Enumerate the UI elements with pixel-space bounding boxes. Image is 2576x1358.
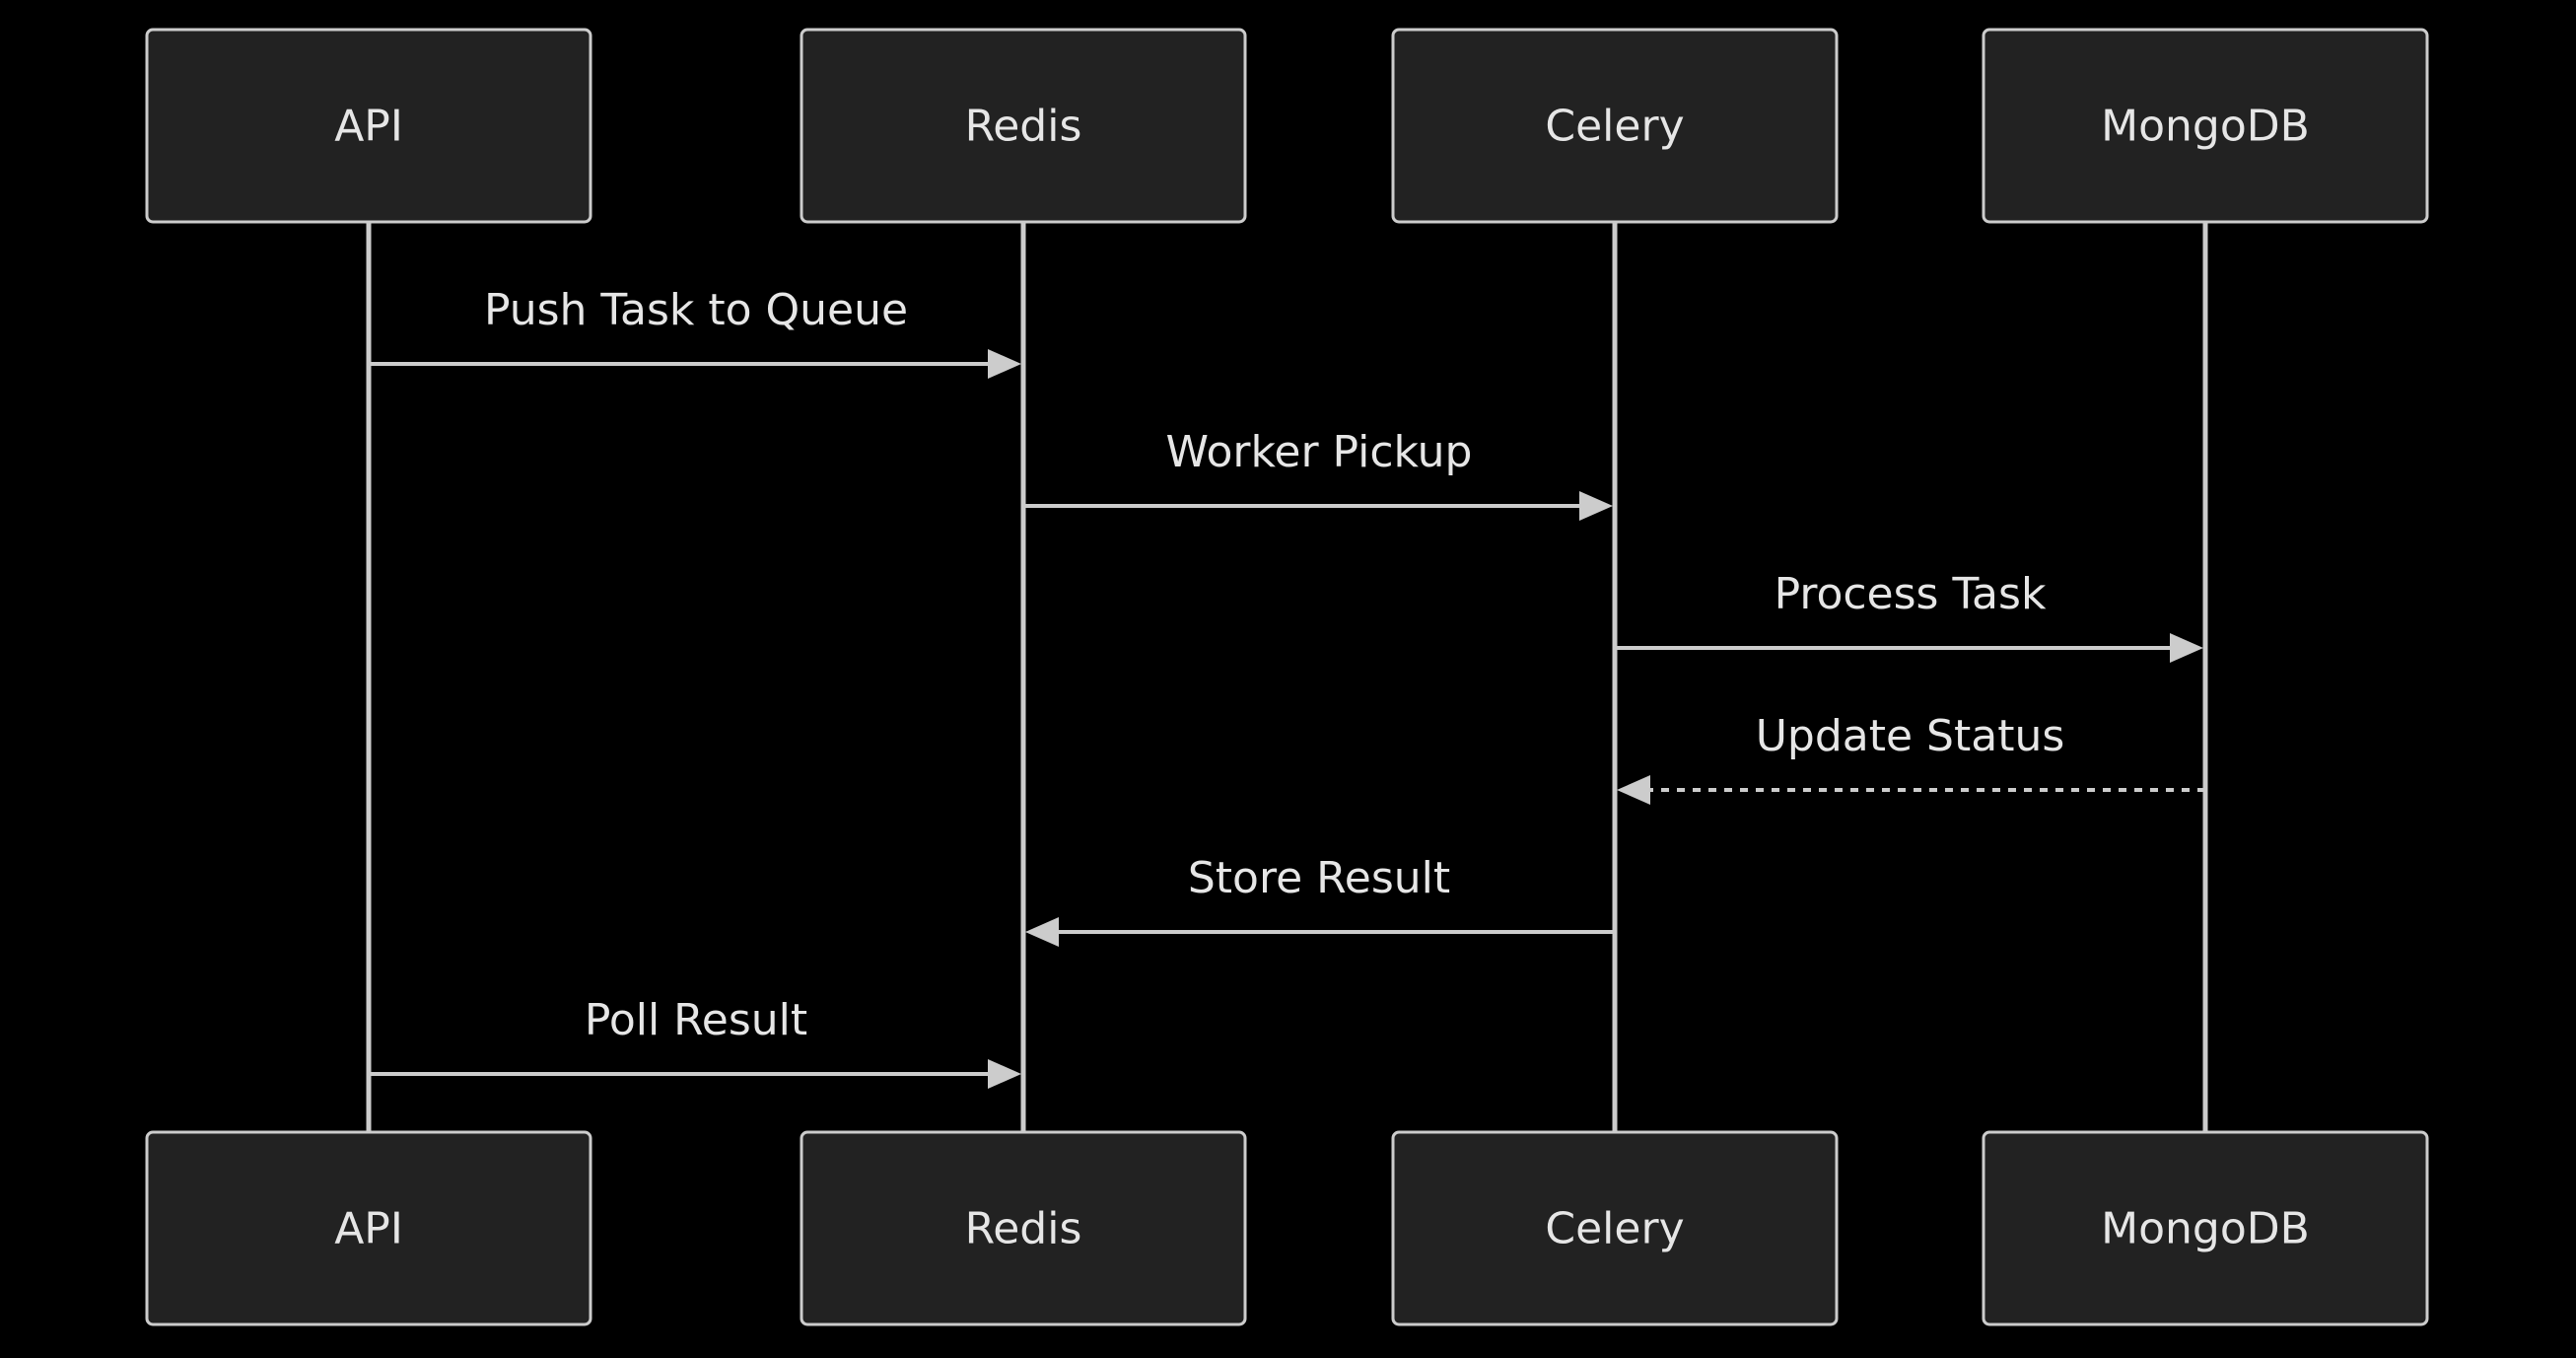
participant-label: API <box>334 1204 403 1254</box>
participant-mongodb-top: MongoDB <box>1982 28 2429 224</box>
participant-api-bottom: API <box>145 1130 592 1326</box>
participant-label: MongoDB <box>2101 1204 2310 1254</box>
participant-box <box>145 1130 592 1326</box>
lifelines <box>366 222 2208 1132</box>
participant-label: Redis <box>965 102 1082 152</box>
participant-label: Celery <box>1545 102 1684 152</box>
participant-box <box>1391 1130 1839 1326</box>
message: Worker Pickup <box>1023 427 1613 521</box>
arrowhead <box>988 1059 1021 1089</box>
participant-celery-top: Celery <box>1391 28 1839 224</box>
message: Push Task to Queue <box>369 285 1021 379</box>
participant-label: MongoDB <box>2101 102 2310 152</box>
message: Poll Result <box>369 995 1021 1089</box>
participant-mongodb-bottom: MongoDB <box>1982 1130 2429 1326</box>
arrowhead <box>1617 775 1650 805</box>
message: Process Task <box>1615 569 2203 663</box>
message-label: Poll Result <box>585 995 807 1045</box>
arrowhead <box>2170 633 2203 663</box>
participant-label: Celery <box>1545 1204 1684 1254</box>
participant-box <box>800 1130 1247 1326</box>
participant-label: API <box>334 102 403 152</box>
participant-box <box>1391 28 1839 224</box>
message-label: Process Task <box>1775 569 2047 619</box>
message-label: Worker Pickup <box>1166 427 1473 477</box>
message: Store Result <box>1025 853 1615 947</box>
participant-label: Redis <box>965 1204 1082 1254</box>
message-label: Update Status <box>1756 711 2065 761</box>
participants-bottom: API Redis Celery MongoDB <box>145 1130 2429 1326</box>
message: Update Status <box>1617 711 2205 805</box>
participant-box <box>1982 28 2429 224</box>
message-label: Push Task to Queue <box>484 285 908 335</box>
arrowhead <box>1579 491 1613 521</box>
participant-redis-bottom: Redis <box>800 1130 1247 1326</box>
participant-api-top: API <box>145 28 592 224</box>
message-label: Store Result <box>1188 853 1450 903</box>
participant-box <box>800 28 1247 224</box>
participant-redis-top: Redis <box>800 28 1247 224</box>
arrowhead <box>988 349 1021 379</box>
participants-top: API Redis Celery MongoDB <box>145 28 2429 224</box>
arrowhead <box>1025 917 1059 947</box>
participant-box <box>1982 1130 2429 1326</box>
participant-box <box>145 28 592 224</box>
participant-celery-bottom: Celery <box>1391 1130 1839 1326</box>
